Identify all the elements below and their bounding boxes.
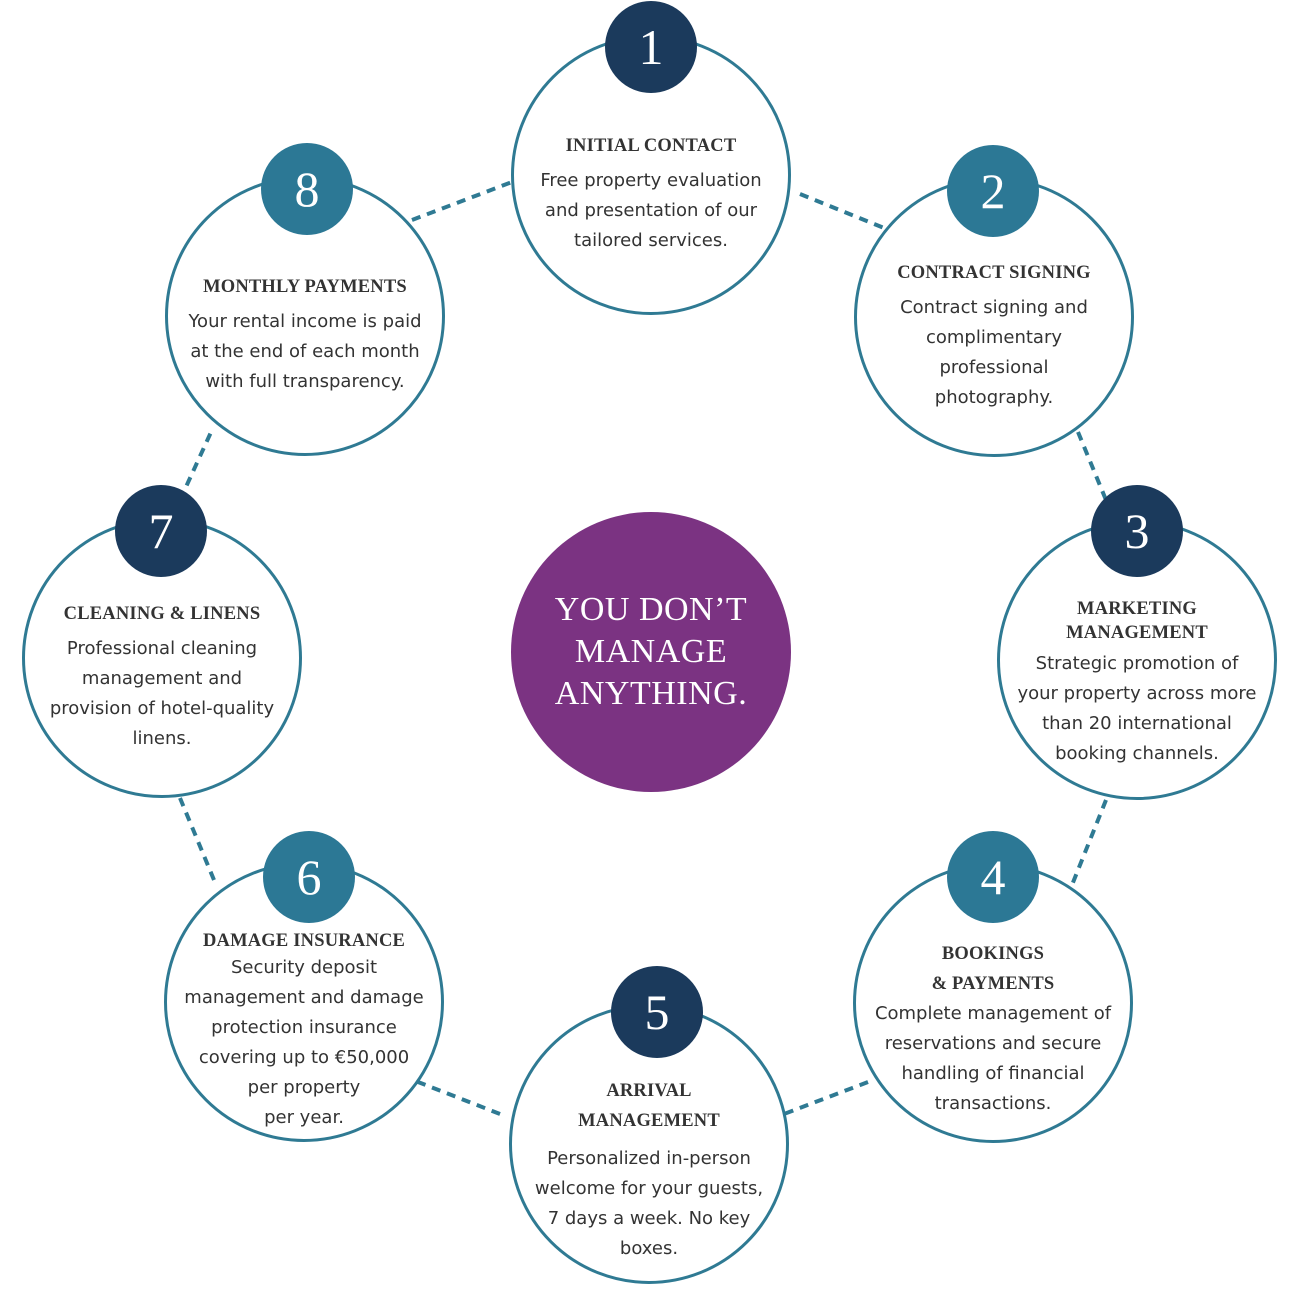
step-8-badge: 8: [261, 143, 353, 235]
step-4-badge: 4: [947, 831, 1039, 923]
step-6-title: DAMAGE INSURANCE: [202, 931, 406, 951]
step-3-badge: 3: [1091, 485, 1183, 577]
step-5-badge: 5: [611, 966, 703, 1058]
center-slogan-circle: YOU DON’T MANAGE ANYTHING.: [511, 512, 791, 792]
link-7-8: [178, 429, 214, 501]
step-8-description: Your rental income is paid at the end of…: [188, 311, 422, 392]
step-7-title: CLEANING & LINENS: [63, 604, 261, 624]
step-2-title: CONTRACT SIGNING: [897, 263, 1091, 283]
link-5-6: [417, 1080, 501, 1116]
step-4-description: Complete management of reservations and …: [874, 1003, 1112, 1114]
step-4-circle: BOOKINGS & PAYMENTS Complete management …: [853, 863, 1133, 1143]
step-5-description: Personalized in-person welcome for your …: [534, 1148, 764, 1259]
step-7-badge: 7: [115, 485, 207, 577]
step-8-title: MONTHLY PAYMENTS: [203, 277, 407, 297]
link-6-7: [178, 797, 216, 881]
center-slogan: YOU DON’T MANAGE ANYTHING.: [554, 591, 748, 712]
step-4-title: BOOKINGS & PAYMENTS: [931, 944, 1055, 994]
link-2-3: [1076, 431, 1108, 501]
link-1-2: [799, 192, 885, 230]
step-1-title: INITIAL CONTACT: [565, 136, 737, 156]
step-2-circle: CONTRACT SIGNING Contract signing and co…: [854, 177, 1134, 457]
link-4-5: [783, 1080, 869, 1116]
step-2-badge: 2: [947, 145, 1039, 237]
step-6-badge: 6: [263, 831, 355, 923]
step-7-description: Professional cleaning management and pro…: [49, 638, 275, 749]
link-8-1: [411, 180, 513, 222]
step-3-description: Strategic promotion of your property acr…: [1017, 653, 1257, 764]
step-6-description: Security deposit management and damage p…: [184, 957, 424, 1128]
step-5-title: ARRIVAL MANAGEMENT: [578, 1081, 720, 1131]
step-3-title: MARKETING MANAGEMENT: [1066, 599, 1208, 643]
step-1-description: Free property evaluation and presentatio…: [540, 170, 762, 251]
step-2-description: Contract signing and complimentary profe…: [900, 297, 1088, 408]
step-1-circle: INITIAL CONTACT Free property evaluation…: [511, 35, 791, 315]
step-1-badge: 1: [605, 1, 697, 93]
link-3-4: [1070, 799, 1108, 886]
